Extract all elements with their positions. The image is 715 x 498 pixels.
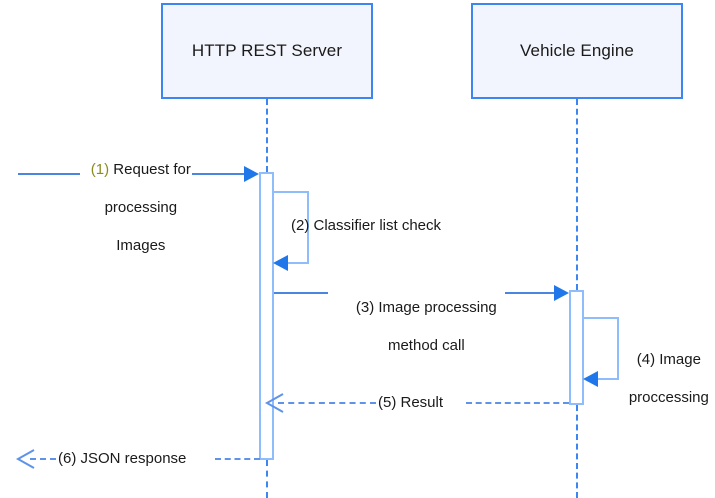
message-3-text-line2: method call	[387, 337, 465, 354]
participant-box-engine[interactable]: Vehicle Engine	[471, 3, 683, 99]
message-1-number: (1)	[90, 161, 110, 178]
message-5-line-right	[466, 402, 569, 404]
message-1-arrowhead-icon	[244, 166, 259, 182]
participant-box-server[interactable]: HTTP REST Server	[161, 3, 373, 99]
message-6-line-right	[215, 458, 260, 460]
message-5-label: (5) Result	[378, 394, 444, 411]
message-4-line-side	[617, 317, 619, 379]
message-1-line-left	[18, 173, 80, 175]
message-4-text-line2: proccessing	[628, 389, 709, 406]
message-1-label: (1) Request for processing Images	[60, 141, 205, 274]
lifeline-engine-lower	[576, 405, 578, 498]
message-6-label: (6) JSON response	[58, 450, 187, 467]
message-5-line-left	[278, 402, 376, 404]
lifeline-server-upper	[266, 99, 268, 172]
message-3-line-left	[274, 292, 328, 294]
message-1-line-right	[192, 173, 245, 175]
message-1-text-line3: Images	[116, 237, 166, 254]
message-1-text-line2: processing	[104, 199, 178, 216]
message-3-label: (3) Image processing method call	[328, 279, 508, 374]
activation-bar-server	[259, 172, 274, 460]
message-1-text-line1: Request for	[109, 161, 191, 178]
message-4-text-line1: (4) Image	[636, 351, 701, 368]
message-3-line-right	[505, 292, 555, 294]
message-2-arrowhead-icon	[273, 255, 288, 271]
message-4-line-top	[584, 317, 619, 319]
participant-label-engine: Vehicle Engine	[520, 41, 634, 60]
message-2-label: (2) Classifier list check	[291, 217, 442, 234]
message-4-label: (4) Image proccessing	[608, 331, 713, 426]
message-3-text-line1: (3) Image processing	[355, 299, 497, 316]
message-2-line-top	[274, 191, 309, 193]
lifeline-server-lower	[266, 460, 268, 498]
message-2-line-bottom	[288, 262, 309, 264]
message-4-arrowhead-icon	[583, 371, 598, 387]
message-2-line-side	[307, 191, 309, 263]
message-6-line-left	[30, 458, 56, 460]
lifeline-engine-upper	[576, 99, 578, 290]
message-4-line-bottom	[598, 378, 619, 380]
message-3-arrowhead-icon	[554, 285, 569, 301]
message-6-arrowhead-icon	[15, 449, 35, 469]
message-5-arrowhead-icon	[264, 393, 284, 413]
participant-label-server: HTTP REST Server	[191, 41, 343, 60]
activation-bar-engine	[569, 290, 584, 405]
